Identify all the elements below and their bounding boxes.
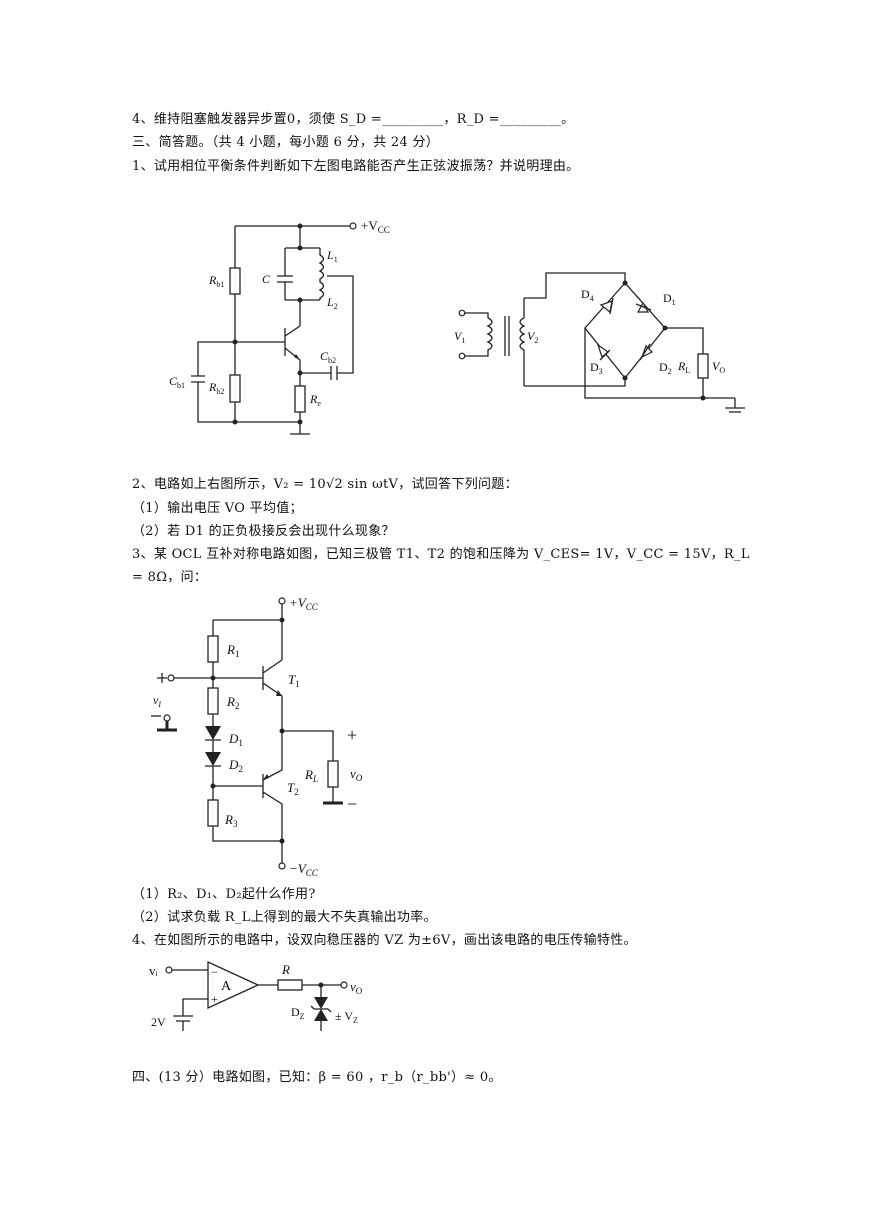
inverting-input-sign: − xyxy=(211,965,218,979)
output-minus-label: − xyxy=(347,794,357,814)
d2-label: D2 xyxy=(659,360,672,376)
question-2: 2、电路如上右图所示，V₂ = 10√2 sin ωtV，试回答下列问题： xyxy=(132,477,518,492)
oscillator-circuit-figure: +VCC Rb1 Rb2 Cb1 C L1 L2 Cb2 Re xyxy=(169,218,390,435)
d3-label: D3 xyxy=(590,360,603,376)
question-3-part-1: （1）R₂、D₁、D₂起什么作用? xyxy=(132,887,316,902)
vo-label: vO xyxy=(350,766,363,783)
d1-label: D1 xyxy=(663,291,676,307)
rl-label: RL xyxy=(677,359,690,375)
section-3-title: 三、简答题。（共 4 小题，每小题 6 分，共 24 分） xyxy=(132,135,440,150)
rl-label: RL xyxy=(304,767,318,784)
t2-label: T2 xyxy=(287,780,299,797)
vi-label: vᵢ xyxy=(149,963,159,978)
question-4: 4、在如图所示的电路中，设双向稳压器的 VZ 为±6V，画出该电路的电压传输特性… xyxy=(132,933,637,948)
vi-label: vI xyxy=(153,693,161,709)
cb1-label: Cb1 xyxy=(169,374,185,390)
c-label: C xyxy=(262,272,271,286)
r1-label: R1 xyxy=(226,642,239,659)
t1-label: T1 xyxy=(288,672,300,689)
section-4-title: 四、(13 分）电路如图，已知：β = 60 ，r_b（r_bb'）≈ 0。 xyxy=(132,1070,502,1085)
question-4-fill-blank: 4、维持阻塞触发器异步置0，须使 S_D =_________，R_D =___… xyxy=(132,112,575,127)
output-plus-label: + xyxy=(347,725,357,745)
rb2-label: Rb2 xyxy=(208,380,224,396)
ocl-amplifier-figure: +VCC R1 vI T1 R2 D1 D2 R3 T2 −VCC RL vO … xyxy=(151,595,363,878)
dz-label: DZ xyxy=(291,1005,305,1021)
bridge-rectifier-figure: V1 V2 D4 D1 D3 D2 RL VO xyxy=(454,272,745,413)
l2-label: L2 xyxy=(326,295,338,311)
question-2-part-2: （2）若 D1 的正负极接反会出现什么现象？ xyxy=(132,524,395,539)
vo-label: VO xyxy=(712,359,725,375)
v2-label: V2 xyxy=(527,329,538,345)
d1-label: D1 xyxy=(228,731,243,748)
v1-label: V1 xyxy=(454,329,465,345)
question-2-part-1: （1）输出电压 VO 平均值； xyxy=(132,501,303,516)
noninverting-input-sign: + xyxy=(211,992,218,1006)
vcc-label: +VCC xyxy=(361,218,390,235)
d2-label: D2 xyxy=(228,757,243,774)
zener-diode-icon xyxy=(310,985,332,1031)
r-label: R xyxy=(281,962,290,977)
vo-label: vO xyxy=(350,979,363,996)
d2-diode-icon xyxy=(639,343,654,361)
opamp-label: A xyxy=(221,979,232,994)
comparator-circuit-figure: vᵢ − + A 2V R vO DZ ± VZ xyxy=(149,960,363,1031)
reference-voltage-label: 2V xyxy=(151,1015,166,1029)
rb1-label: Rb1 xyxy=(208,273,224,289)
r2-label: R2 xyxy=(226,694,239,711)
vcc-pos-label: +VCC xyxy=(289,595,319,612)
question-3-cont: = 8Ω，问： xyxy=(132,570,208,585)
d4-diode-icon xyxy=(599,297,614,315)
r3-label: R3 xyxy=(224,812,238,829)
d4-label: D4 xyxy=(581,287,594,303)
vcc-neg-label: −VCC xyxy=(289,861,319,878)
vz-label: ± VZ xyxy=(335,1009,358,1025)
d3-diode-icon xyxy=(596,343,611,361)
question-3: 3、某 OCL 互补对称电路如图，已知三极管 T1、T2 的饱和压降为 V_CE… xyxy=(132,547,750,562)
re-label: Re xyxy=(309,392,321,408)
question-1: 1、试用相位平衡条件判断如下左图电路能否产生正弦波振荡？并说明理由。 xyxy=(132,159,580,174)
cb2-label: Cb2 xyxy=(320,349,336,365)
l1-label: L1 xyxy=(326,248,338,264)
question-3-part-2: （2）试求负载 R_L上得到的最大不失真输出功率。 xyxy=(132,910,437,925)
d1-diode-icon xyxy=(635,301,652,313)
